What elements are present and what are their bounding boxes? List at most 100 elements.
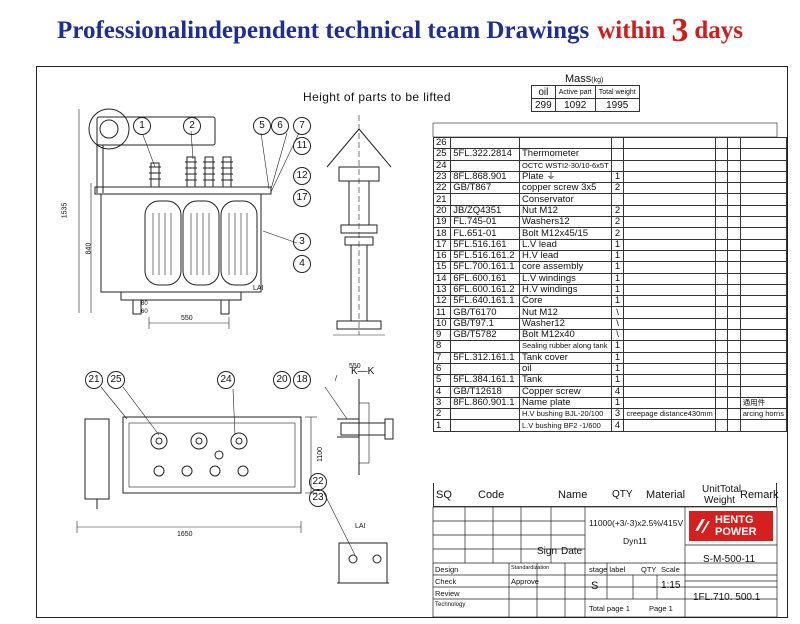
cell-code: 8FL.860.901.1 bbox=[450, 396, 520, 410]
cell-code: GB/T12618 bbox=[450, 385, 520, 398]
cell-name: oil bbox=[519, 362, 612, 376]
cell-remark: arcing horns bbox=[739, 408, 788, 421]
cell-qty bbox=[610, 159, 625, 172]
vector-group: Dyn11 bbox=[623, 536, 647, 546]
review-label: Review bbox=[435, 589, 460, 598]
parts-table-header: SQ Code Name QTY Material Unit Total Wei… bbox=[433, 483, 779, 507]
cell-sq: 24 bbox=[432, 159, 452, 172]
cell-unit bbox=[714, 419, 729, 432]
cell-remark bbox=[739, 148, 788, 161]
stage-label: stage label bbox=[589, 565, 626, 574]
check-label: Check bbox=[435, 577, 457, 586]
cell-name: Bolt M12x40 bbox=[519, 329, 612, 342]
cell-total bbox=[727, 204, 741, 218]
cell-unit bbox=[714, 329, 729, 342]
cell-unit bbox=[714, 148, 729, 161]
cell-sq: 23 bbox=[432, 170, 452, 184]
cell-total bbox=[727, 351, 741, 364]
mass-title: Mass(kg) bbox=[565, 74, 603, 85]
drawing-sheet: 1 2 3 4 5 6 7 11 12 17 18 20 21 22 23 24… bbox=[36, 66, 788, 618]
callout: 5 bbox=[253, 117, 271, 135]
cell-unit bbox=[714, 261, 729, 274]
cell-name: Nut M12 bbox=[519, 306, 612, 319]
cell-remark bbox=[739, 216, 788, 229]
design-label: Design bbox=[435, 565, 459, 574]
cell-material bbox=[623, 340, 716, 353]
dim-height-body: 840 bbox=[85, 242, 93, 255]
callout: 11 bbox=[293, 137, 311, 155]
cell-total bbox=[727, 385, 741, 398]
cell-remark bbox=[739, 351, 788, 364]
cell-remark bbox=[739, 238, 788, 251]
cell-qty: \ bbox=[610, 317, 625, 331]
cell-name: OCTC WSTI2-30/10-6x5T bbox=[519, 159, 612, 172]
qty-label: QTY bbox=[641, 565, 657, 574]
cell-sq: 2 bbox=[432, 408, 452, 421]
cell-code: JB/ZQ4351 bbox=[450, 204, 520, 218]
cell-total bbox=[727, 159, 741, 172]
cell-name: Tank bbox=[519, 374, 612, 387]
mass-header: Total weight bbox=[594, 85, 640, 99]
cell-name: H.V lead bbox=[519, 249, 612, 263]
mass-value: 299 bbox=[531, 98, 556, 112]
callout: 2 bbox=[183, 117, 201, 135]
header-sq: SQ bbox=[436, 489, 452, 501]
banner-days: days bbox=[694, 17, 743, 44]
header-qty: QTY bbox=[612, 489, 633, 500]
callout: 4 bbox=[293, 255, 311, 273]
cell-material bbox=[623, 238, 716, 251]
cell-unit bbox=[714, 283, 729, 297]
mass-value: 1995 bbox=[594, 98, 640, 112]
mass-table: oil Active part Total weight 299 1092 19… bbox=[531, 85, 640, 112]
symbol-label: LAI bbox=[355, 523, 366, 530]
sign-label: Sign bbox=[537, 546, 558, 557]
callout: 7 bbox=[293, 117, 311, 135]
cell-name: Name plate bbox=[519, 396, 612, 410]
logo-line-1: HENTG bbox=[715, 514, 754, 526]
header-code: Code bbox=[478, 489, 505, 501]
cell-qty: 1 bbox=[610, 396, 625, 410]
cell-unit bbox=[714, 351, 729, 364]
dim-small-2: 60 bbox=[141, 309, 148, 315]
cell-code: FL.651-01 bbox=[450, 227, 520, 240]
cell-material bbox=[623, 295, 716, 308]
cell-name: Nut M12 bbox=[519, 204, 612, 218]
cell-total bbox=[727, 396, 741, 410]
cell-sq: 6 bbox=[432, 362, 452, 376]
cell-name: Copper screw bbox=[519, 385, 612, 398]
cell-total bbox=[727, 374, 741, 387]
dim-height-total: 1535 bbox=[61, 202, 69, 219]
cell-unit bbox=[714, 136, 729, 150]
cell-remark bbox=[739, 227, 788, 240]
banner-within: within bbox=[597, 17, 666, 44]
cell-remark bbox=[739, 159, 788, 172]
cell-sq: 17 bbox=[432, 238, 452, 251]
cell-name: Washers12 bbox=[519, 216, 612, 229]
cell-unit bbox=[714, 306, 729, 319]
cell-total bbox=[727, 272, 741, 285]
banner-title: Professionalindependent technical team D… bbox=[57, 17, 590, 44]
cell-unit bbox=[714, 408, 729, 421]
mass-header: oil bbox=[531, 85, 556, 99]
cell-code: 5FL.700.161.1 bbox=[450, 261, 520, 274]
cell-sq: 12 bbox=[432, 295, 452, 308]
cell-qty: 3 bbox=[610, 408, 625, 421]
cell-material bbox=[623, 317, 716, 331]
cell-code: GB/T867 bbox=[450, 182, 520, 195]
cell-material bbox=[623, 136, 716, 150]
cell-remark bbox=[739, 306, 788, 319]
drawing-number: 1FL.710. 500.1 bbox=[693, 592, 761, 603]
callout: 25 bbox=[107, 371, 125, 389]
front-elevation bbox=[78, 108, 300, 329]
